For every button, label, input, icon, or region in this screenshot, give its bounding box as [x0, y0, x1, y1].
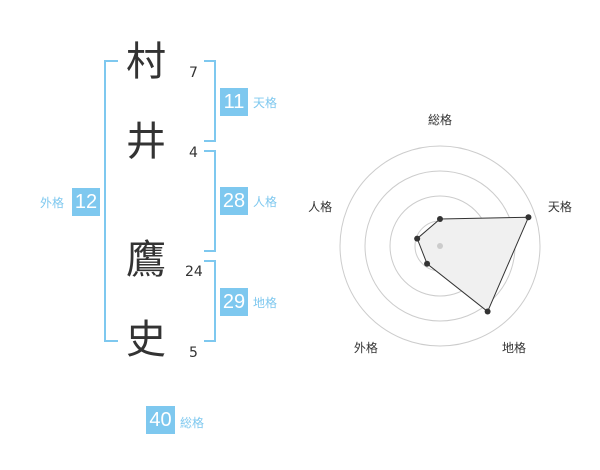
radar-point	[424, 260, 431, 267]
soukaku-label: 総格	[180, 416, 205, 430]
name-char-2: 井	[126, 119, 166, 165]
stroke-count-4: 5	[189, 345, 198, 361]
tenkaku-label: 天格	[253, 96, 278, 110]
stroke-count-3: 24	[185, 264, 203, 280]
gaikaku-label: 外格	[40, 196, 65, 210]
jinkaku-bracket	[204, 150, 216, 252]
jinkaku-value: 28	[220, 187, 248, 215]
radar-point	[414, 235, 421, 242]
radar-ring	[339, 145, 541, 347]
radar-axis-label: 外格	[354, 340, 378, 355]
gaikaku-value: 12	[72, 188, 100, 216]
soukaku-value: 40	[146, 406, 175, 434]
radar-center	[437, 243, 443, 249]
radar-axis-label: 天格	[548, 199, 572, 214]
radar-axis-label: 人格	[308, 199, 332, 214]
chikaku-label: 地格	[253, 296, 278, 310]
radar-point	[525, 214, 532, 221]
name-char-4: 史	[126, 317, 166, 363]
name-char-1: 村	[126, 39, 166, 85]
jinkaku-label: 人格	[253, 195, 278, 209]
radar-axis-label: 総格	[428, 112, 452, 127]
name-char-3: 鷹	[126, 237, 166, 283]
radar-point	[484, 308, 491, 315]
chikaku-bracket	[204, 260, 216, 342]
stroke-count-1: 7	[189, 65, 198, 81]
radar-axis-label: 地格	[502, 340, 526, 355]
radar-point	[437, 216, 443, 222]
chikaku-value: 29	[220, 288, 248, 316]
stroke-count-2: 4	[189, 145, 198, 161]
gaikaku-bracket	[104, 60, 118, 342]
tenkaku-value: 11	[220, 88, 248, 116]
tenkaku-bracket	[204, 60, 216, 142]
radar-area	[416, 216, 530, 313]
